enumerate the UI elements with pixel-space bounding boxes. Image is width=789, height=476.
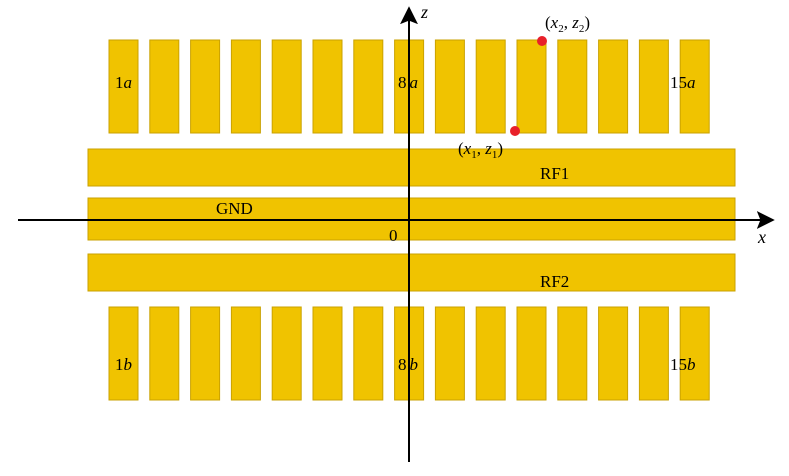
origin-label: 0 [389, 226, 398, 245]
electrode-5b [271, 306, 302, 401]
electrode-11b [516, 306, 547, 401]
electrode-3a [190, 39, 221, 134]
point-x2-z2 [537, 36, 547, 46]
electrode-10b [475, 306, 506, 401]
electrode-2a [149, 39, 180, 134]
rf1-electrode [87, 148, 736, 187]
electrode-label-1b: 1b [115, 355, 132, 374]
electrode-6b [312, 306, 343, 401]
electrode-4a [230, 39, 261, 134]
electrode-12b [557, 306, 588, 401]
electrode-11a [516, 39, 547, 134]
electrode-13a [598, 39, 629, 134]
electrode-label-15a: 15a [670, 73, 696, 92]
rf2-electrode [87, 253, 736, 292]
z-axis-label: z [420, 2, 428, 22]
point-label-x1-z1: (x1, z1) [458, 139, 503, 161]
top-electrode-row [108, 39, 710, 134]
electrode-9a [434, 39, 465, 134]
electrode-1a [108, 39, 139, 134]
electrode-7a [353, 39, 384, 134]
electrode-14b [638, 306, 669, 401]
electrode-15b [679, 306, 710, 401]
electrode-13b [598, 306, 629, 401]
gnd-label: GND [216, 199, 253, 218]
electrode-3b [190, 306, 221, 401]
electrode-14a [638, 39, 669, 134]
x-axis-label: x [757, 227, 766, 247]
electrode-7b [353, 306, 384, 401]
electrode-15a [679, 39, 710, 134]
rf1-label: RF1 [540, 164, 569, 183]
electrode-4b [230, 306, 261, 401]
electrode-12a [557, 39, 588, 134]
point-label-x2-z2: (x2, z2) [545, 13, 590, 35]
electrode-1b [108, 306, 139, 401]
electrode-9b [434, 306, 465, 401]
electrode-6a [312, 39, 343, 134]
electrode-10a [475, 39, 506, 134]
electrode-2b [149, 306, 180, 401]
point-x1-z1 [510, 126, 520, 136]
bottom-electrode-row [108, 306, 710, 401]
electrode-label-1a: 1a [115, 73, 132, 92]
rf2-label: RF2 [540, 272, 569, 291]
electrode-label-15b: 15b [670, 355, 696, 374]
electrode-5a [271, 39, 302, 134]
